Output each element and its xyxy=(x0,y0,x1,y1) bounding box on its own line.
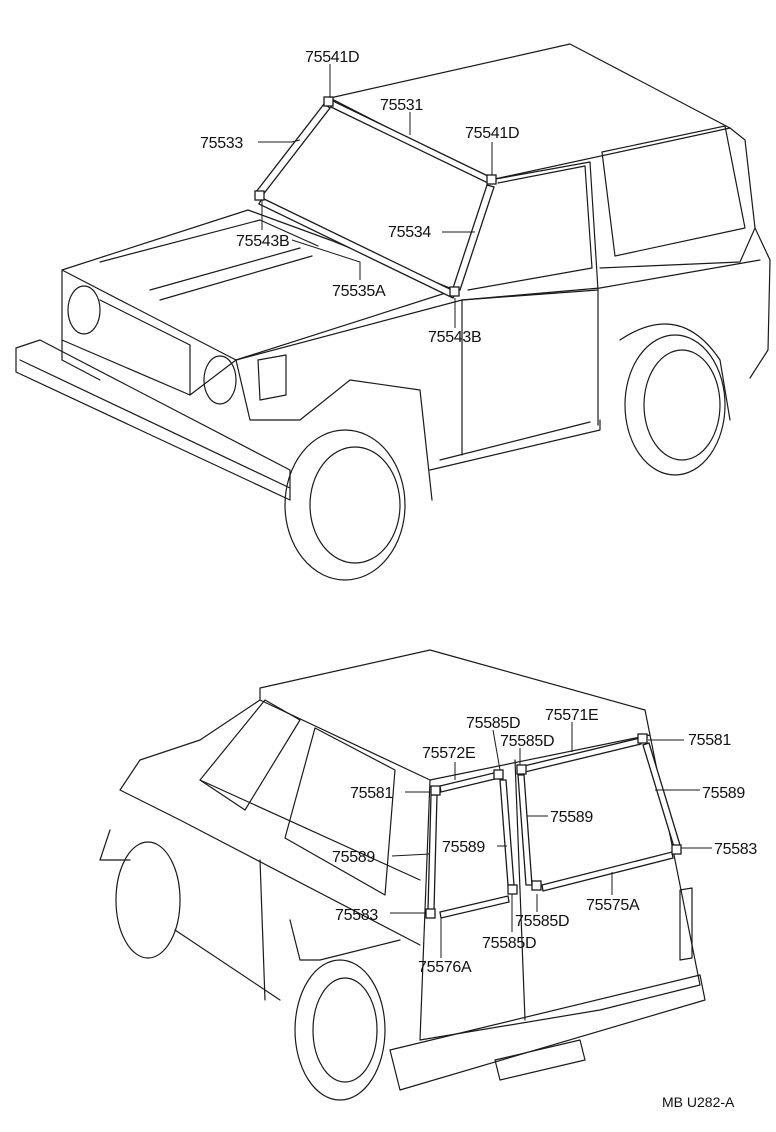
label-75589-left[interactable]: 75589 xyxy=(332,849,376,866)
moulding-75589-center-left[interactable] xyxy=(499,779,515,886)
label-75589-right[interactable]: 75589 xyxy=(702,785,746,802)
label-75535A[interactable]: 75535A xyxy=(332,283,386,300)
diagram-code: MB U282-A xyxy=(662,1094,735,1110)
label-75541D-top[interactable]: 75541D xyxy=(305,49,360,66)
clip-75583-left[interactable] xyxy=(425,908,436,919)
clip-75541D-left[interactable] xyxy=(323,96,334,107)
label-75585D-lower[interactable]: 75585D xyxy=(482,935,537,952)
moulding-75589-right[interactable] xyxy=(642,742,681,848)
label-75589-center-left[interactable]: 75589 xyxy=(442,839,486,856)
moulding-75535A[interactable] xyxy=(258,197,457,299)
label-75583-right[interactable]: 75583 xyxy=(714,841,758,858)
label-75581-left[interactable]: 75581 xyxy=(350,785,394,802)
moulding-75533[interactable] xyxy=(255,103,331,197)
rear-vehicle-drawing xyxy=(99,649,706,1101)
label-75541D-right[interactable]: 75541D xyxy=(465,125,520,142)
label-75576A[interactable]: 75576A xyxy=(418,959,472,976)
clip-75541D-right[interactable] xyxy=(486,174,497,185)
clip-75543B-left[interactable] xyxy=(254,190,265,201)
clip-75583-right[interactable] xyxy=(671,844,682,855)
label-75533[interactable]: 75533 xyxy=(200,135,244,152)
clip-75585D-a[interactable] xyxy=(493,769,504,780)
front-leader-lines xyxy=(258,64,493,328)
clip-75543B-right[interactable] xyxy=(449,286,460,297)
label-75581-right[interactable]: 75581 xyxy=(688,732,732,749)
clip-75585D-d[interactable] xyxy=(531,880,542,891)
clip-75581-right[interactable] xyxy=(637,733,648,744)
rear-mouldings xyxy=(425,733,682,919)
label-75589-center-right[interactable]: 75589 xyxy=(550,809,594,826)
label-75575A[interactable]: 75575A xyxy=(586,897,640,914)
moulding-75534[interactable] xyxy=(452,184,495,291)
label-75543B-bottom[interactable]: 75543B xyxy=(428,329,482,346)
label-75571E[interactable]: 75571E xyxy=(545,707,599,724)
clip-75581-left[interactable] xyxy=(430,785,441,796)
rear-labels: 75585D 75571E 75585D 75572E 75581 75581 … xyxy=(332,707,758,976)
label-75534[interactable]: 75534 xyxy=(388,224,432,241)
front-vehicle-drawing xyxy=(15,43,771,581)
front-mouldings xyxy=(254,96,497,299)
clip-75585D-b[interactable] xyxy=(516,764,527,775)
moulding-75575A[interactable] xyxy=(541,851,674,892)
front-labels: 75541D 75531 75541D 75533 75534 75543B 7… xyxy=(200,49,520,346)
rear-leader-lines xyxy=(390,722,712,958)
moulding-75589-center-right[interactable] xyxy=(517,774,533,886)
moulding-75576A[interactable] xyxy=(439,895,510,919)
clip-75585D-c[interactable] xyxy=(507,884,518,895)
label-75585D-top[interactable]: 75585D xyxy=(466,715,521,732)
label-75585D-lower-right[interactable]: 75585D xyxy=(515,913,570,930)
moulding-75572E[interactable] xyxy=(439,771,500,793)
label-75572E[interactable]: 75572E xyxy=(422,745,476,762)
label-75543B-left[interactable]: 75543B xyxy=(236,233,290,250)
label-75585D-upper[interactable]: 75585D xyxy=(500,733,555,750)
label-75531[interactable]: 75531 xyxy=(380,97,424,114)
label-75583-left[interactable]: 75583 xyxy=(335,907,379,924)
